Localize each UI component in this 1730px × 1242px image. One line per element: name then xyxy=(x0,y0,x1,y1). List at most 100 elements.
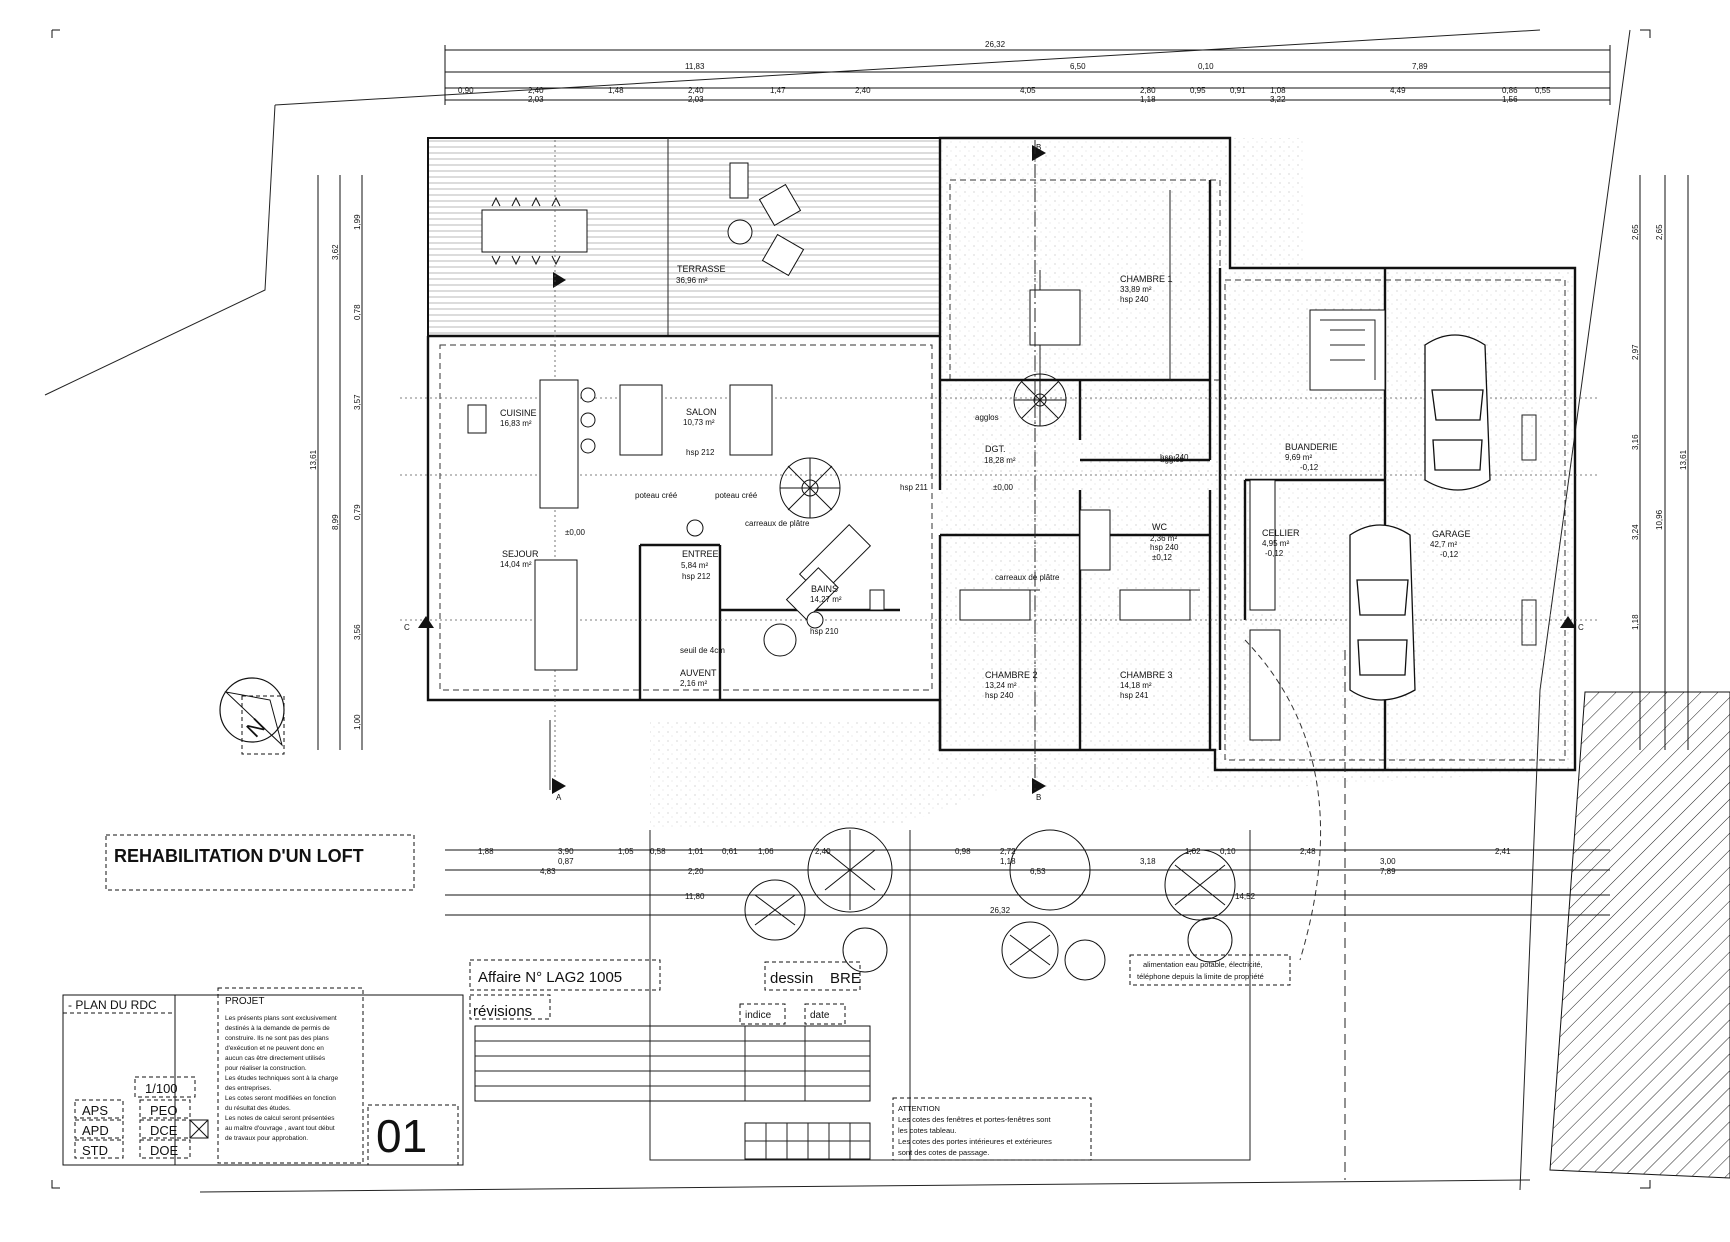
dim-value: 2,40 xyxy=(528,86,544,95)
dim-value: 3,22 xyxy=(1270,95,1286,104)
dim-value: 2,40 xyxy=(815,847,831,856)
level-right: ±0,00 xyxy=(993,483,1014,492)
dim-value: 1,05 xyxy=(618,847,634,856)
room-area: 33,89 m² xyxy=(1120,285,1152,294)
dim-value: 13,61 xyxy=(309,449,318,470)
dim-value: 0,79 xyxy=(353,504,362,520)
dimension-lines-left xyxy=(317,175,363,750)
room-hsp: hsp 212 xyxy=(682,572,711,581)
plan-label: - PLAN DU RDC xyxy=(68,998,157,1012)
projet-notes-lines: Les présents plans sont exclusivement de… xyxy=(225,1015,338,1142)
room-name: CHAMBRE 3 xyxy=(1120,670,1173,680)
project-title-box xyxy=(105,834,415,891)
agglos-1: agglos xyxy=(975,413,999,422)
poteau-cree-1: poteau créé xyxy=(635,491,678,500)
dim-value: 0,61 xyxy=(722,847,738,856)
level-cellier: -0,12 xyxy=(1265,549,1284,558)
note-line: Les études techniques sont à la charge xyxy=(225,1075,338,1082)
dim-value: 3,90 xyxy=(558,847,574,856)
dim-value: 3,16 xyxy=(1631,434,1640,450)
dim-value: 7,89 xyxy=(1380,867,1396,876)
dim-value: 1,08 xyxy=(1270,86,1286,95)
dim-value: 2,48 xyxy=(1300,847,1316,856)
attention-lines: Les cotes des fenêtres et portes-fenêtre… xyxy=(898,1115,1052,1157)
level-left: ±0,00 xyxy=(565,528,586,537)
carreaux-1: carreaux de plâtre xyxy=(745,519,810,528)
note-line: destinés à la demande de permis de xyxy=(225,1025,330,1032)
note-line: au maître d'ouvrage , avant tout début xyxy=(225,1125,335,1132)
dim-value: 4,05 xyxy=(1020,86,1036,95)
room-chambre2: CHAMBRE 2 13,24 m² hsp 240 xyxy=(985,670,1038,700)
hsp-240: hsp 240 xyxy=(1160,453,1189,462)
seuil: seuil de 4cm xyxy=(680,646,725,655)
section-letters: A B B C C xyxy=(404,143,1584,802)
note-line: de travaux pour approbation. xyxy=(225,1135,308,1142)
section-a-bottom: A xyxy=(556,793,562,802)
note-line: Les notes de calcul seront présentées xyxy=(225,1115,335,1122)
dim-value: 2,40 xyxy=(688,86,704,95)
level-garage: -0,12 xyxy=(1440,550,1459,559)
dim-value: 2,97 xyxy=(1631,344,1640,360)
dim-value: 0,78 xyxy=(353,304,362,320)
dim-value: 4,83 xyxy=(540,867,556,876)
dessin-value: BRE xyxy=(830,970,861,987)
room-area: 2,36 m² xyxy=(1150,534,1177,543)
terrace-deck xyxy=(427,137,941,337)
north-arrow xyxy=(219,677,285,755)
dim-value: 0,10 xyxy=(1198,62,1214,71)
section-b-bottom: B xyxy=(1036,793,1041,802)
phase-apd: APD xyxy=(82,1123,109,1138)
dim-value: 3,62 xyxy=(331,244,340,260)
dimension-lines-top xyxy=(444,45,1611,105)
room-area: 18,28 m² xyxy=(984,456,1016,465)
affaire-number: Affaire N° LAG2 1005 xyxy=(478,969,622,986)
dim-value: 1,99 xyxy=(353,214,362,230)
phase-peo: PEO xyxy=(150,1103,177,1118)
dim-value: 2,41 xyxy=(1495,847,1511,856)
room-name: SEJOUR xyxy=(502,549,539,559)
dim-value: 10,96 xyxy=(1655,509,1664,530)
dim-value: 0,58 xyxy=(650,847,666,856)
misc-annotations: ±0,00 ±0,00 ±0,12 -0,12 -0,12 -0,12 hsp … xyxy=(565,413,1459,655)
dim-value: 0,10 xyxy=(1220,847,1236,856)
room-bains: BAINS 14,27 m² xyxy=(810,584,842,604)
note-line: Les présents plans sont exclusivement xyxy=(225,1015,337,1022)
room-cellier: CELLIER 4,95 m² xyxy=(1262,528,1300,548)
room-name: SALON xyxy=(686,407,717,417)
north-label: N xyxy=(241,713,270,742)
dim-value: 0,91 xyxy=(1230,86,1246,95)
phase-dce: DCE xyxy=(150,1123,178,1138)
dim-value: 0,90 xyxy=(458,86,474,95)
section-b-top: B xyxy=(1036,143,1041,152)
sheet-number: 01 xyxy=(376,1110,427,1162)
carreaux-2: carreaux de plâtre xyxy=(995,573,1060,582)
section-c-left: C xyxy=(404,623,410,632)
room-area: 4,95 m² xyxy=(1262,539,1289,548)
dim-left: 13,61 3,62 3,57 8,99 3,56 1,00 1,99 0,78… xyxy=(309,214,362,730)
agglos-2: agglos xyxy=(1160,455,1184,464)
room-name: GARAGE xyxy=(1432,529,1471,539)
garage-door-arc xyxy=(1244,639,1321,961)
page-corner-marks xyxy=(51,29,1651,1189)
note-line: du résultat des études. xyxy=(225,1105,291,1112)
room-name: DGT. xyxy=(985,444,1006,454)
room-hsp: hsp 212 xyxy=(686,448,715,457)
dim-value: 0,55 xyxy=(1535,86,1551,95)
dimension-lines-right xyxy=(1639,175,1689,750)
dim-bottom-row1: 1,88 3,90 1,05 0,58 1,01 0,61 1,06 2,40 … xyxy=(478,847,1511,856)
room-area: 16,83 m² xyxy=(500,419,532,428)
room-area: 14,18 m² xyxy=(1120,681,1152,690)
attention-title: ATTENTION xyxy=(898,1104,940,1113)
projet-notes-title: PROJET xyxy=(225,996,264,1007)
room-area: 9,69 m² xyxy=(1285,453,1312,462)
note-line: pour réaliser la construction. xyxy=(225,1065,307,1072)
dim-value: 3,18 xyxy=(1140,857,1156,866)
dim-value: 0,98 xyxy=(955,847,971,856)
dim-value: 7,89 xyxy=(1412,62,1428,71)
room-area: 5,84 m² xyxy=(681,561,708,570)
room-buanderie: BUANDERIE 9,69 m² xyxy=(1285,442,1338,462)
room-name: BAINS xyxy=(811,584,838,594)
level-buanderie: -0,12 xyxy=(1300,463,1319,472)
dim-value: 13,61 xyxy=(1679,449,1688,470)
attention-notes-box xyxy=(892,1097,1092,1161)
